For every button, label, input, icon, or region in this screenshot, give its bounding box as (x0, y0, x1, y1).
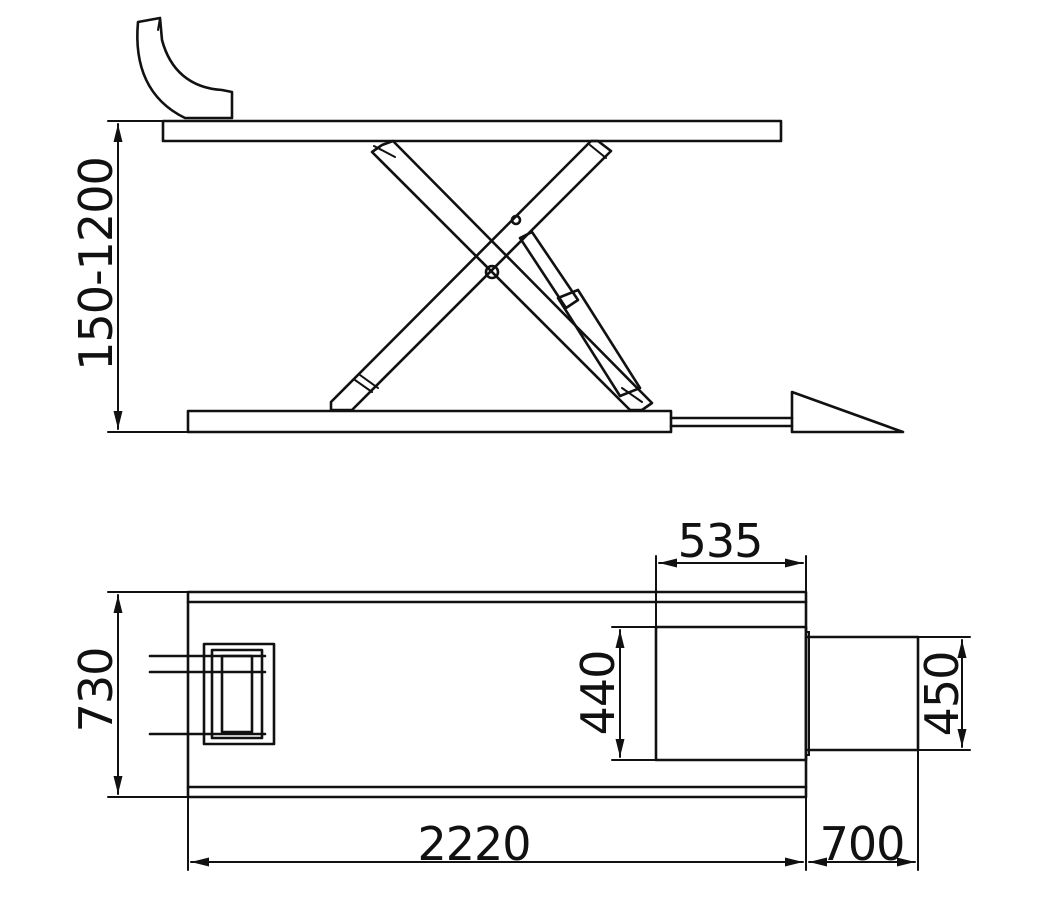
pivot-pin (484, 264, 500, 280)
wheel-chock-top (148, 642, 276, 746)
dimension-440: 440 (571, 626, 657, 761)
top-platform (161, 119, 783, 143)
dimension-730: 730 (69, 591, 189, 798)
overall-width-label: 730 (69, 648, 123, 733)
height-dimension: 150-1200 (69, 120, 189, 433)
base-frame (186, 409, 673, 434)
wheel-chock (136, 16, 234, 120)
pedestal-width-label: 440 (571, 651, 625, 736)
hydraulic-cylinder (510, 214, 642, 398)
dimension-450: 450 (915, 636, 971, 751)
side-view: 150-1200 (69, 16, 905, 434)
ramp-top (804, 635, 920, 752)
platform-outline (186, 590, 808, 799)
scissor-arm-a (370, 139, 654, 412)
dimension-535: 535 (655, 514, 807, 628)
top-view: 535 440 450 730 2220 (69, 514, 971, 871)
pedestal-area (654, 625, 808, 762)
ramp-length-label: 700 (820, 817, 905, 871)
ramp (669, 390, 905, 434)
ramp-width-label: 450 (915, 652, 969, 737)
overall-length-label: 2220 (417, 817, 530, 871)
pedestal-length-label: 535 (678, 514, 763, 568)
scissor-arm-b (329, 139, 613, 412)
height-range-label: 150-1200 (69, 157, 123, 370)
dimension-2220: 2220 (187, 759, 807, 871)
dimension-700: 700 (808, 749, 919, 871)
